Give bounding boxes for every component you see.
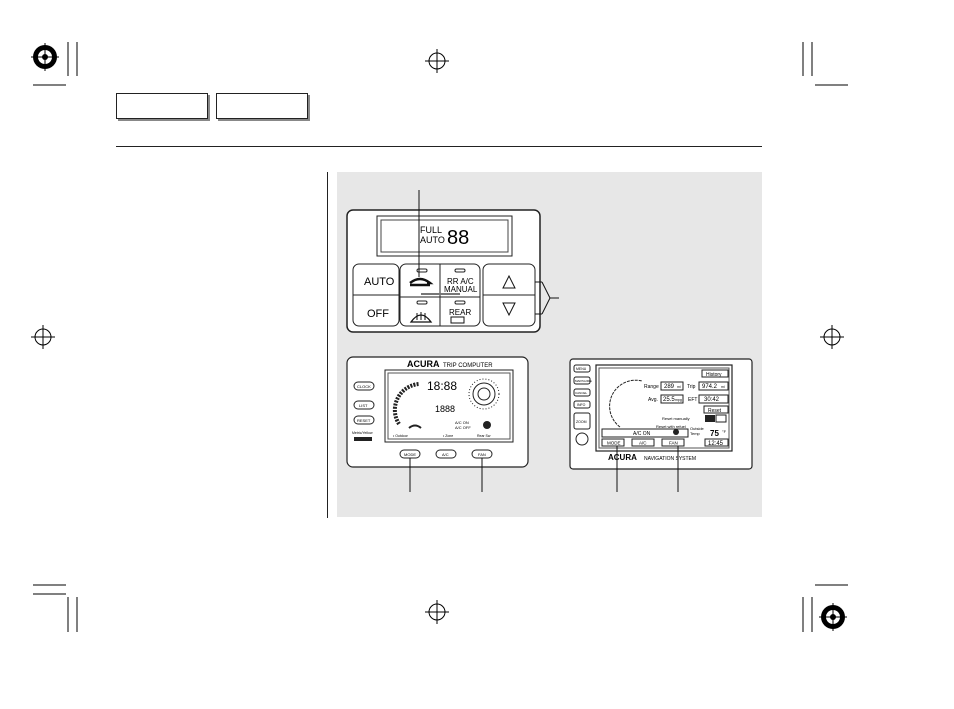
rear-defrost-button[interactable]: REAR (449, 308, 471, 317)
rear-defrost-icon[interactable] (450, 316, 465, 324)
nav-menu-button[interactable]: MENU (576, 367, 587, 371)
nav-zoom-button[interactable]: ZOOM (576, 420, 587, 424)
airflow-icon (408, 424, 422, 429)
trip-metric-label: Metric/Yellow (352, 431, 373, 435)
svg-text:MODE: MODE (607, 441, 621, 446)
trip-clock-button[interactable]: CLOCK (357, 384, 371, 389)
trip-time: 18:88 (427, 379, 457, 393)
display-full-text: FULL (420, 225, 442, 235)
nav-ac-status: A/C ON (633, 431, 651, 437)
nav-fuel-gauge-arc (609, 379, 643, 428)
nav-trip-unit: mi (721, 385, 725, 389)
nav-reset-refuel: Reset with refuel (656, 424, 686, 429)
nav-reset-button[interactable]: Reset (708, 408, 722, 414)
rr-ac-button-line2[interactable]: MANUAL (444, 285, 478, 294)
display-auto-text: AUTO (420, 235, 445, 245)
trip-mpg-display: 1888 (435, 404, 455, 414)
trip-ac-off: A/C OFF (455, 425, 471, 430)
trip-status-right: Rear Sw (477, 434, 491, 438)
fuel-gauge-arc (392, 382, 420, 426)
trip-title: TRIP COMPUTER (443, 363, 493, 369)
nav-avg-unit: mpg (675, 398, 682, 402)
nav-eft-label: EFT (688, 397, 697, 403)
trip-list-button[interactable]: LIST (359, 403, 368, 408)
trip-ac-on: A/C ON (455, 420, 469, 425)
nav-temp-label: Temp (690, 431, 701, 436)
nav-temp-value: 75 (710, 429, 719, 438)
rr-ac-button-line1[interactable]: RR A/C (447, 277, 474, 286)
header-tab-2 (216, 93, 308, 119)
nav-avg-label: Avg. (648, 397, 658, 403)
nav-range-unit: mi (677, 385, 681, 389)
nav-toggle-off[interactable] (715, 414, 727, 423)
nav-info-button[interactable]: INFO (577, 403, 586, 407)
nav-avg-value: 25.5 (663, 397, 675, 403)
compass-sun-icon (468, 378, 500, 410)
nav-reset-manually: Reset manually (662, 416, 690, 421)
trip-mode-button[interactable]: MODE (404, 452, 416, 457)
nav-temp-unit: °F (722, 429, 727, 434)
nav-map-guide-button[interactable]: MAP/GUIDE (575, 379, 592, 383)
trip-brand: ACURA (407, 359, 440, 369)
temp-down-icon[interactable] (502, 302, 516, 317)
trip-computer-panel: ACURA TRIP COMPUTER CLOCK LIST RESET Met… (346, 356, 529, 492)
nav-clock-value: 12:45 (708, 441, 724, 447)
trip-ac-button[interactable]: A/C (442, 452, 449, 457)
header-rule (116, 146, 762, 147)
nav-outside-label: Outside (690, 426, 705, 431)
nav-range-label: Range (644, 384, 659, 390)
trip-status-mid: • Zone (443, 434, 453, 438)
nav-trip-value: 974.2 (702, 384, 718, 390)
front-defrost-icon[interactable] (409, 312, 433, 323)
display-digits: 88 (447, 227, 469, 249)
svg-text:FAN: FAN (669, 441, 678, 446)
temp-up-icon[interactable] (502, 274, 516, 289)
off-button[interactable]: OFF (367, 308, 389, 320)
starburst-icon (31, 43, 59, 71)
climate-control-panel: FULL AUTO 88 AUTO OFF RR A/C MANUAL REAR (346, 190, 559, 333)
trip-reset-button[interactable]: RESET (357, 418, 371, 423)
nav-trip-label: Trip (687, 384, 696, 390)
fan-icon (483, 421, 491, 429)
nav-toggle-on[interactable] (705, 415, 715, 422)
recirculation-icon[interactable] (409, 277, 434, 287)
trip-status-left: • Outdoor (393, 434, 409, 438)
nav-cancel-button[interactable]: CANCEL (575, 391, 588, 395)
trip-fan-button[interactable]: FAN (478, 452, 486, 457)
navigation-panel: MENU MAP/GUIDE CANCEL INFO ZOOM History … (569, 358, 753, 492)
nav-eft-value: 30:42 (704, 397, 720, 403)
nav-title: NAVIGATION SYSTEM (644, 456, 696, 462)
nav-fan-button[interactable] (661, 438, 685, 447)
nav-fan-icon (673, 429, 679, 435)
nav-mode-button[interactable] (601, 438, 625, 447)
header-tab-1 (116, 93, 208, 119)
nav-joystick-icon[interactable] (575, 432, 589, 446)
auto-button[interactable]: AUTO (364, 276, 395, 288)
nav-brand: ACURA (608, 453, 637, 462)
svg-text:A/C: A/C (639, 441, 647, 446)
nav-ac-button[interactable] (631, 438, 655, 447)
nav-history-button[interactable]: History (706, 372, 722, 378)
nav-range-value: 289 (664, 384, 675, 390)
starburst-icon (819, 603, 847, 631)
column-divider (327, 172, 328, 518)
